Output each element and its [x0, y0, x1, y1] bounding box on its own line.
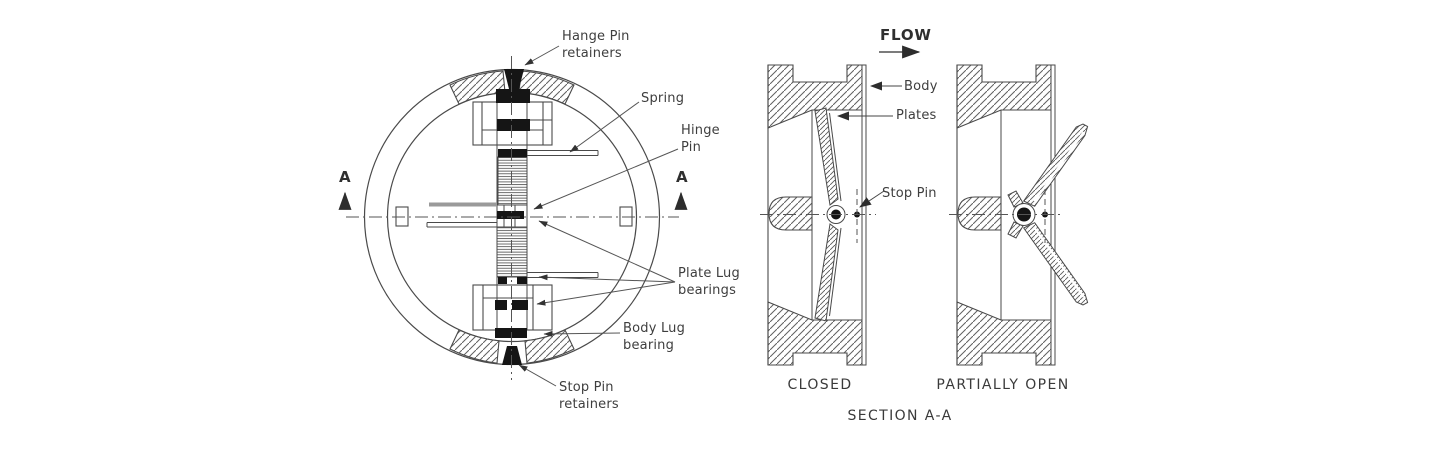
label-plate-lug-bearings: Plate Lug bearings	[678, 266, 740, 298]
label-plates: Plates	[896, 108, 937, 123]
spring-top	[497, 156, 528, 206]
closed-body-top	[767, 64, 863, 129]
closed-hinge-boss	[768, 196, 813, 231]
hinge-pin-retainer-wedge	[504, 69, 524, 89]
caption-section-a-a: SECTION A-A	[847, 408, 953, 424]
closed-plates	[814, 107, 842, 322]
open-body-bottom	[956, 301, 1052, 366]
label-hange-pin-retainers: Hange Pin retainers	[562, 29, 630, 61]
label-body-lug-bearing: Body Lug bearing	[623, 321, 686, 353]
section-open-drawing	[949, 64, 1089, 366]
open-plates	[1007, 123, 1089, 306]
caption-partially-open: PARTIALLY OPEN	[936, 377, 1070, 393]
front-view-drawing	[338, 45, 688, 387]
label-body: Body	[904, 79, 938, 94]
open-hinge-boss	[957, 196, 1002, 231]
label-spring: Spring	[641, 91, 685, 106]
section-closed-drawing	[760, 64, 876, 366]
bearing-bands	[495, 89, 530, 338]
label-stop-pin: Stop Pin	[882, 186, 937, 201]
closed-body-bottom	[767, 301, 863, 366]
label-stop-pin-retainers: Stop Pin retainers	[559, 380, 619, 412]
front-view-leaders	[518, 45, 679, 387]
label-flow: FLOW	[880, 26, 932, 44]
open-body-top	[956, 64, 1052, 129]
section-marker-a-left: A	[339, 168, 351, 186]
label-hinge-pin: Hinge Pin	[681, 123, 720, 155]
section-marker-a-right: A	[676, 168, 688, 186]
section-leaders	[837, 81, 902, 208]
caption-closed: CLOSED	[787, 377, 853, 393]
